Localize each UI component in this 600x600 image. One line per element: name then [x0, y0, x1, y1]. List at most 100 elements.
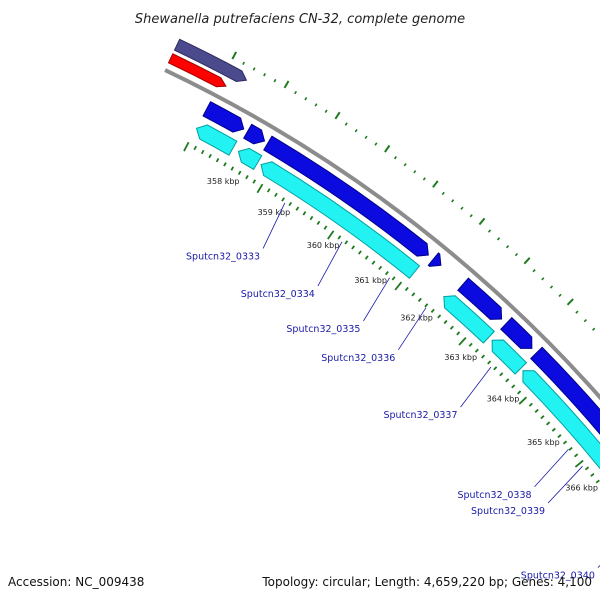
tick-mark: [417, 297, 422, 302]
gene-leader-line: [547, 465, 583, 504]
tick-mark: [558, 293, 562, 297]
tick-mark: [430, 308, 435, 313]
tick-mark: [294, 90, 298, 95]
tick-mark: [541, 277, 545, 281]
ruler-label: 358 kbp: [207, 177, 240, 186]
tick-mark: [505, 378, 510, 383]
gene-label[interactable]: Sputcn32_0334: [241, 289, 315, 300]
tick-mark: [449, 325, 454, 330]
tick-mark: [404, 286, 409, 292]
tick-mark: [469, 214, 473, 218]
tick-mark: [393, 156, 398, 160]
tick-mark: [324, 109, 328, 113]
gene-leader-line: [363, 277, 390, 322]
tick-mark: [557, 434, 562, 439]
tick-mark: [517, 390, 522, 395]
tick-mark: [422, 177, 426, 181]
gene-labels[interactable]: Sputcn32_0333Sputcn32_0334Sputcn32_0335S…: [186, 202, 600, 582]
tick-mark: [337, 235, 342, 240]
tick-mark: [295, 206, 300, 211]
ruler-label: 364 kbp: [487, 395, 520, 404]
forward-gene-block[interactable]: [457, 277, 503, 320]
tick-mark: [314, 103, 318, 107]
forward-gene-block[interactable]: [202, 101, 245, 133]
genome-title: Shewanella putrefaciens CN-32, complete …: [135, 12, 465, 27]
tick-mark: [474, 348, 479, 353]
tick-mark: [263, 73, 266, 77]
gene-label[interactable]: Sputcn32_0339: [471, 506, 545, 517]
tick-mark: [304, 97, 308, 101]
reverse-gene-block[interactable]: [260, 161, 421, 279]
reverse-gene-block[interactable]: [443, 295, 496, 344]
tick-mark: [456, 331, 461, 336]
tick-mark: [273, 78, 277, 83]
tick-mark: [458, 337, 467, 346]
forward-gene-block[interactable]: [500, 316, 533, 349]
tick-mark: [193, 145, 197, 151]
outer-tick-track: [231, 51, 596, 331]
tick-mark: [242, 61, 246, 65]
gene-leader-line: [398, 307, 427, 351]
reverse-gene-block[interactable]: [491, 339, 528, 375]
tick-mark: [208, 153, 212, 159]
tick-mark: [505, 245, 510, 249]
reverse-gene-block[interactable]: [195, 124, 238, 156]
tick-mark: [354, 128, 358, 133]
tick-mark: [378, 265, 383, 270]
gene-label[interactable]: Sputcn32_0335: [286, 324, 360, 335]
tick-mark: [437, 314, 442, 319]
forward-gene-block[interactable]: [243, 123, 266, 145]
tick-mark: [200, 149, 205, 155]
tick-mark: [496, 237, 501, 241]
forward-gene-block[interactable]: [427, 252, 442, 267]
tick-mark: [316, 220, 321, 226]
tick-mark: [374, 142, 378, 146]
tick-mark: [424, 303, 429, 308]
gene-leader-line: [262, 202, 286, 249]
tick-mark: [546, 421, 551, 426]
tick-mark: [351, 245, 356, 250]
tick-mark: [595, 479, 600, 484]
tick-mark: [245, 174, 249, 180]
ruler-label: 366 kbp: [565, 483, 598, 492]
tick-mark: [283, 80, 290, 89]
tick-mark: [574, 459, 584, 468]
gene-label[interactable]: Sputcn32_0337: [383, 410, 457, 421]
ruler-label: 361 kbp: [354, 276, 387, 285]
backbone-line: [164, 68, 600, 401]
tick-mark: [432, 180, 439, 188]
tick-mark: [566, 298, 574, 306]
tick-mark: [413, 170, 417, 174]
tick-mark: [237, 170, 242, 176]
tick-mark: [532, 269, 536, 273]
forward-gene-block[interactable]: [263, 135, 429, 257]
tick-mark: [274, 192, 278, 198]
gene-label[interactable]: Sputcn32_0336: [321, 353, 395, 364]
ruler-label: 363 kbp: [444, 353, 477, 362]
gene-label[interactable]: Sputcn32_0340: [521, 571, 595, 582]
tick-mark: [562, 440, 568, 445]
gene-label[interactable]: Sputcn32_0333: [186, 251, 260, 262]
tick-mark: [499, 372, 504, 377]
tick-mark: [481, 354, 486, 359]
tick-mark: [514, 252, 519, 257]
tick-mark: [327, 230, 335, 240]
highlight-feature-block[interactable]: [167, 53, 227, 88]
tick-mark: [549, 285, 554, 289]
tick-mark: [323, 225, 328, 230]
tick-mark: [478, 217, 486, 226]
tick-mark: [344, 240, 349, 245]
tick-mark: [364, 135, 368, 139]
tick-mark: [215, 158, 220, 163]
tick-mark: [591, 327, 596, 331]
inner-tick-track: [183, 141, 600, 484]
reverse-gene-block[interactable]: [237, 147, 263, 171]
forward-gene-block[interactable]: [530, 346, 600, 477]
reverse-gene-block[interactable]: [522, 370, 600, 491]
tick-mark: [451, 199, 455, 203]
gene-label[interactable]: Sputcn32_0338: [457, 490, 531, 501]
upper-feature-block[interactable]: [173, 38, 248, 82]
tick-mark: [302, 211, 307, 216]
tick-mark: [493, 366, 498, 371]
